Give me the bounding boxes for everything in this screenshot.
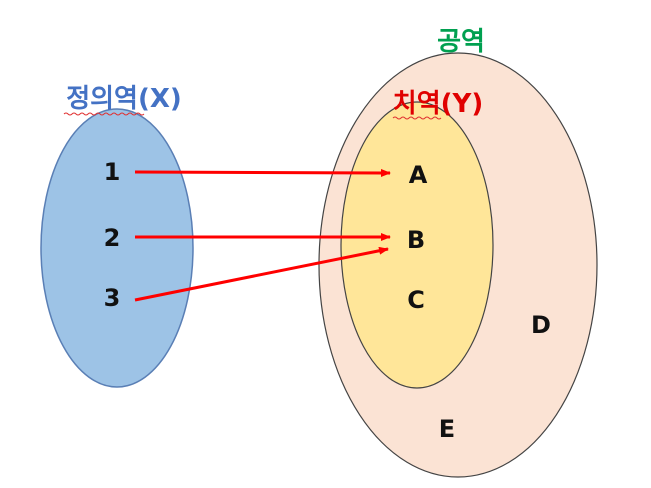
domain-element-3: 3 [104, 284, 121, 312]
codomain-element-d: D [531, 311, 551, 339]
domain-element-2: 2 [104, 224, 121, 252]
range-title-spellcheck-underline [392, 116, 442, 120]
codomain-element-e: E [439, 415, 455, 443]
domain-element-1: 1 [104, 158, 121, 186]
domain-ellipse [40, 108, 194, 388]
range-title: 치역(Y) [393, 89, 483, 119]
mapping-arrow-3-to-b [134, 246, 389, 302]
domain-title: 정의역(X) [66, 84, 182, 114]
range-element-a: A [409, 161, 428, 189]
range-element-c: C [407, 286, 425, 314]
domain-title-spellcheck-underline [63, 112, 145, 116]
range-element-b: B [407, 226, 425, 254]
mapping-arrow-1-to-a [134, 168, 391, 177]
codomain-title: 공역 [437, 27, 485, 57]
